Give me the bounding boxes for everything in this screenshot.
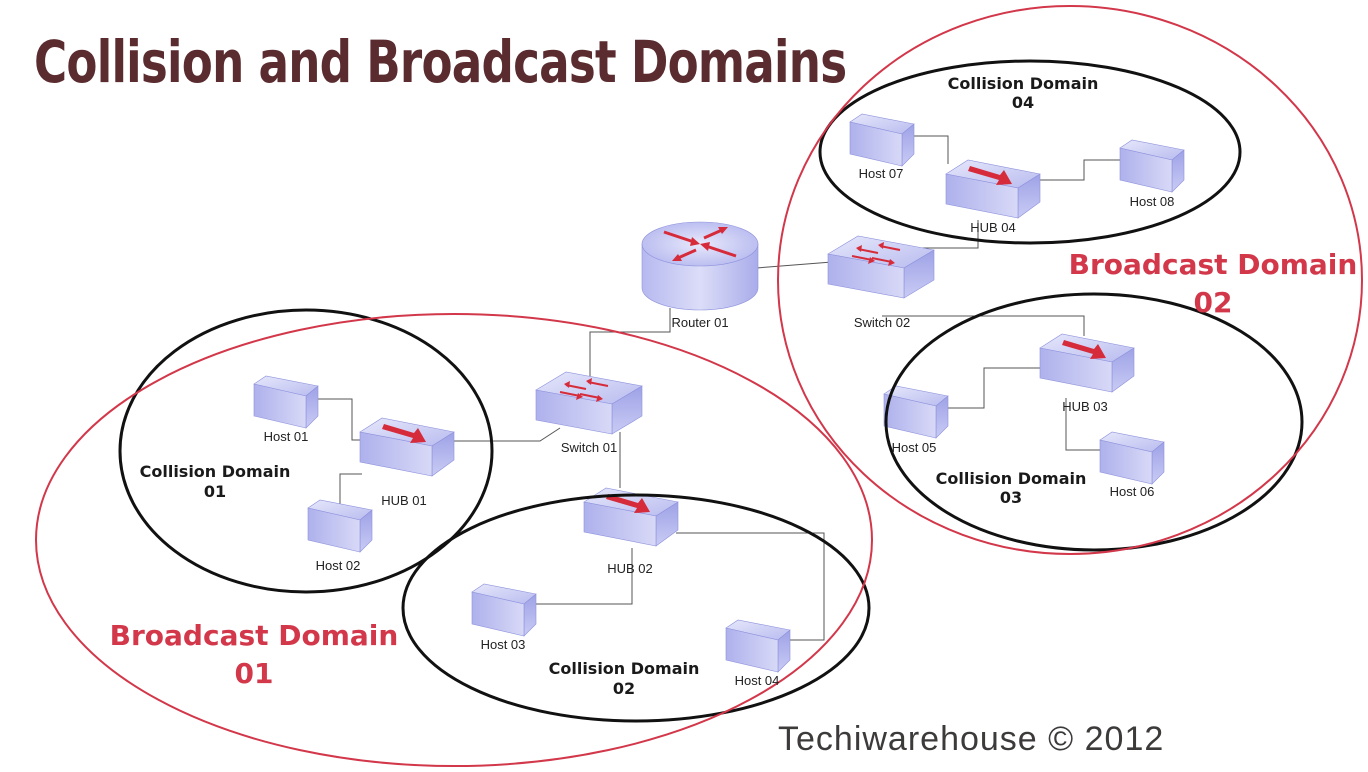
host-06-label: Host 06 <box>1110 484 1155 499</box>
host-08-label: Host 08 <box>1130 194 1175 209</box>
router-01 <box>641 221 759 311</box>
switch-01 <box>535 371 643 435</box>
host-01-label: Host 01 <box>264 429 309 444</box>
hub-02-label: HUB 02 <box>607 561 653 576</box>
collision-domain-03-ellipse <box>884 292 1304 552</box>
broadcast-domain-01-ellipse <box>35 313 873 767</box>
switch-02 <box>827 235 935 299</box>
host-06 <box>1099 431 1165 485</box>
collision-domain-02-title: Collision Domain <box>549 659 700 678</box>
host-05-label: Host 05 <box>892 440 937 455</box>
host-07 <box>849 113 915 167</box>
host-02-label: Host 02 <box>316 558 361 573</box>
router-arrows-icon <box>663 227 737 261</box>
collision-domain-02-ellipse <box>401 493 871 723</box>
host-08 <box>1119 139 1185 193</box>
host-03 <box>471 583 537 637</box>
hub-04-label: HUB 04 <box>970 220 1016 235</box>
host-03-label: Host 03 <box>481 637 526 652</box>
switch-01-label: Switch 01 <box>561 440 617 455</box>
collision-domain-02-number: 02 <box>613 679 635 698</box>
hub-03-label: HUB 03 <box>1062 399 1108 414</box>
broadcast-domain-02-ellipse <box>777 5 1363 555</box>
collision-domain-04-ellipse <box>818 59 1242 245</box>
collision-domain-01-title: Collision Domain <box>140 462 291 481</box>
host-02 <box>307 499 373 553</box>
hub-04 <box>945 159 1041 219</box>
broadcast-domain-02-number: 02 <box>1194 286 1233 319</box>
broadcast-domain-02-title: Broadcast Domain <box>1069 248 1358 281</box>
collision-domain-01-ellipse <box>118 308 494 594</box>
hub-03 <box>1039 333 1135 393</box>
collision-domain-03-title: Collision Domain <box>936 469 1087 488</box>
router-01-label: Router 01 <box>671 315 728 330</box>
collision-domain-04-number: 04 <box>1012 93 1034 112</box>
collision-domain-04-title: Collision Domain <box>948 74 1099 93</box>
switch-02-label: Switch 02 <box>854 315 910 330</box>
hub-01 <box>359 417 455 477</box>
collision-domain-03-number: 03 <box>1000 488 1022 507</box>
broadcast-domain-ellipses <box>35 5 1363 767</box>
broadcast-domain-01-number: 01 <box>235 657 274 690</box>
host-04 <box>725 619 791 673</box>
collision-domain-ellipses <box>118 59 1304 723</box>
page-title: Collision and Broadcast Domains <box>34 28 847 96</box>
host-01 <box>253 375 319 429</box>
host-05 <box>883 385 949 439</box>
host-07-label: Host 07 <box>859 166 904 181</box>
collision-domain-01-number: 01 <box>204 482 226 501</box>
copyright-footer: Techiwarehouse © 2012 <box>778 720 1165 758</box>
host-04-label: Host 04 <box>735 673 780 688</box>
broadcast-domain-01-title: Broadcast Domain <box>110 619 399 652</box>
hub-01-label: HUB 01 <box>381 493 427 508</box>
